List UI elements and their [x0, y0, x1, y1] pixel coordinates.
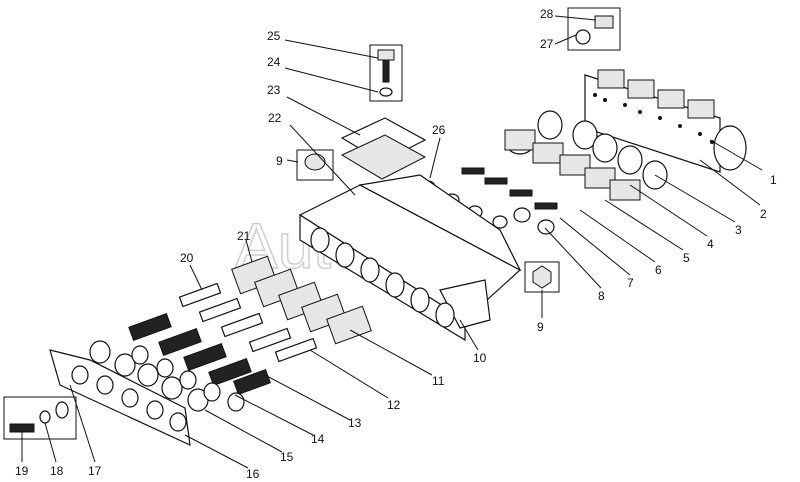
inset-detail-17-19	[3, 396, 77, 440]
callout-9-upper: 9	[276, 154, 283, 168]
callout-14: 14	[311, 432, 325, 446]
callout-23: 23	[267, 83, 281, 97]
callout-20: 20	[180, 251, 194, 265]
callout-28: 28	[540, 7, 554, 21]
cover-plate-23	[340, 117, 427, 180]
callout-16: 16	[246, 467, 260, 481]
callout-7: 7	[627, 276, 634, 290]
inset-detail-9-lower	[524, 261, 560, 293]
callout-12: 12	[387, 398, 401, 412]
callout-21: 21	[237, 229, 251, 243]
callout-11: 11	[432, 374, 445, 388]
callout-24: 24	[267, 55, 281, 69]
leader-lines	[21, 15, 763, 469]
solenoid-valve-block	[584, 69, 747, 173]
callout-22: 22	[268, 111, 282, 125]
callout-13: 13	[348, 416, 362, 430]
callout-2: 2	[760, 207, 767, 221]
callout-6: 6	[655, 263, 662, 277]
callout-10: 10	[473, 351, 487, 365]
callout-8: 8	[598, 289, 605, 303]
inset-detail-27-28	[567, 7, 621, 51]
callout-19: 19	[15, 464, 29, 478]
spool-valves-left	[89, 255, 372, 412]
inset-detail-24-25	[369, 44, 403, 102]
callout-15: 15	[280, 450, 294, 464]
callout-25: 25	[267, 29, 281, 43]
callout-1: 1	[770, 173, 777, 187]
callout-4: 4	[707, 237, 714, 251]
valve-body-housing	[298, 174, 522, 342]
callout-26: 26	[432, 123, 446, 137]
gasket-plate-16	[49, 349, 191, 447]
callout-9-lower: 9	[537, 320, 544, 334]
callout-3: 3	[735, 223, 742, 237]
callout-18: 18	[50, 464, 64, 478]
callout-27: 27	[540, 37, 554, 51]
callout-labels: 1 2 3 4 5 6 7 8 9 9 10 11 12 13 14 15 16…	[15, 7, 777, 481]
callout-5: 5	[683, 251, 690, 265]
callout-17: 17	[88, 464, 102, 478]
